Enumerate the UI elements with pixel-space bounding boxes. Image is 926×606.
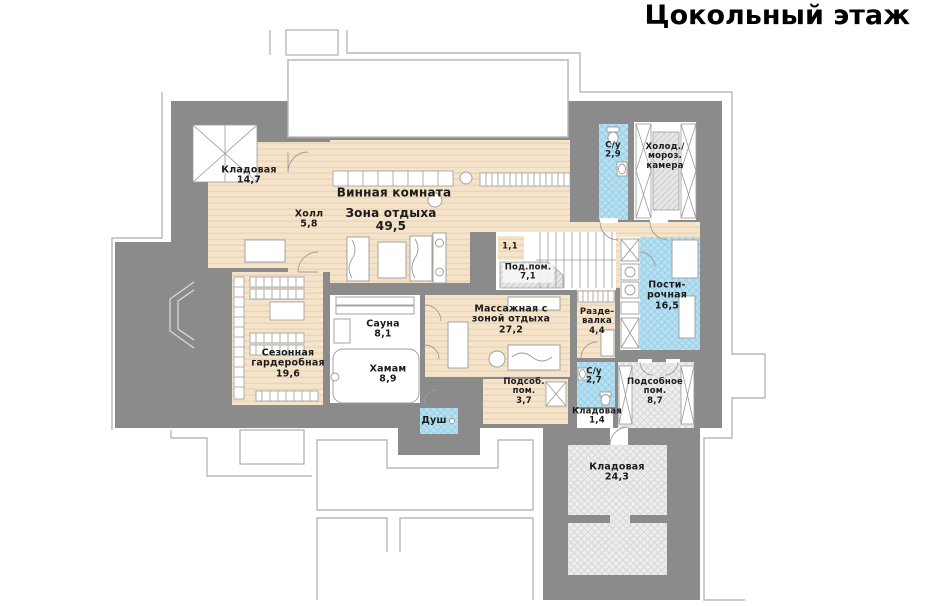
sink-su29 (616, 161, 628, 177)
stool (488, 350, 506, 368)
tv-cabinet (432, 232, 447, 284)
washer-1 (620, 263, 640, 281)
toilet-su29 (606, 126, 620, 145)
hamam-fountain (330, 372, 340, 382)
furniture (244, 126, 699, 424)
x-closet-topleft (192, 124, 258, 183)
razdevalka-rail (577, 290, 615, 303)
x-box-podsobnoe87-right (680, 365, 695, 425)
room-label-dush: Душ (421, 414, 447, 426)
relax-bench-2 (335, 305, 415, 315)
shelving (192, 123, 697, 425)
laundry-x-box (620, 238, 640, 262)
wine-racks (332, 170, 454, 187)
shelf (507, 296, 561, 311)
storage-divider-left (568, 515, 610, 523)
relax-bench-1 (335, 296, 415, 306)
ironing-table-2 (678, 295, 696, 339)
room-label-su-2-9: С/у 2,9 (605, 140, 621, 160)
room-label-kladovaya-14-7: Кладовая 14,7 (221, 164, 277, 186)
room-label-podsobnoe-8-7: Подсобное пом. 8,7 (627, 376, 683, 406)
room-label-su-2-7: С/у 2,7 (586, 366, 602, 386)
room-label-hamam: Хамам 8,9 (369, 363, 407, 385)
room-label-massazhnaya: Массажная с зоной отдыха 27,2 (471, 303, 551, 336)
ceiling-light (427, 192, 443, 208)
upper-floor-void (287, 59, 569, 138)
sauna-bench (333, 318, 351, 344)
cabinet (447, 321, 469, 369)
room-label-zona-otdyha: Зона отдыха 49,5 (345, 205, 437, 233)
room-1-1 (498, 236, 524, 260)
room-kladovaya-24-3 (568, 445, 667, 575)
corridor-coat-rail (479, 172, 571, 187)
room-label-vinnaya: Винная комната (336, 185, 452, 200)
storage-divider-right (630, 515, 667, 523)
room-label-sauna: Сауна 8,1 (366, 318, 400, 340)
room-label-holl: Холл 5,8 (294, 208, 324, 230)
massage-table (507, 344, 561, 371)
room-kladovaya-1-4 (577, 409, 613, 428)
laundry-shelf (620, 301, 640, 315)
room-label-sezonnaya: Сезонная гардеробная 19,6 (251, 347, 325, 380)
bench (600, 329, 615, 357)
room-label-pod-pom-7-1: Под.пом. 7,1 (502, 262, 554, 283)
laundry-x-box-2 (620, 317, 640, 349)
room-holl (288, 142, 330, 272)
room-label-1-1: 1,1 (502, 241, 518, 252)
room-label-postirochnaya: Пости- рочная 16,5 (646, 279, 688, 312)
room-label-podsob-3-7: Подсоб. пом. 3,7 (503, 376, 545, 406)
sink-su27 (577, 367, 588, 381)
room-label-kladovaya-1-4: Кладовая 1,4 (572, 406, 622, 426)
bay-window-outline (169, 281, 195, 349)
x-box-podsob37 (545, 381, 567, 407)
holod-racks (635, 123, 697, 219)
page-title: Цокольный этаж (644, 0, 910, 31)
sofa-1 (346, 236, 370, 282)
toilet-su27 (599, 391, 612, 406)
sofa-2 (409, 235, 433, 282)
doors (287, 151, 680, 446)
staircase (536, 232, 616, 288)
washer-2 (620, 281, 640, 299)
sezonnaya-racks (233, 276, 319, 402)
room-label-razdevalka: Разде- валка 4,4 (579, 306, 615, 336)
shower-drain (449, 418, 455, 424)
dresser (244, 239, 286, 263)
column (459, 171, 473, 185)
room-label-holod: Холод./ мороз. камера (645, 141, 685, 171)
coffee-table (377, 241, 407, 279)
ironing-table-1 (671, 239, 699, 279)
room-label-kladovaya-24-3: Кладовая 24,3 (589, 461, 645, 483)
x-box-podsobnoe87-left (618, 365, 633, 425)
